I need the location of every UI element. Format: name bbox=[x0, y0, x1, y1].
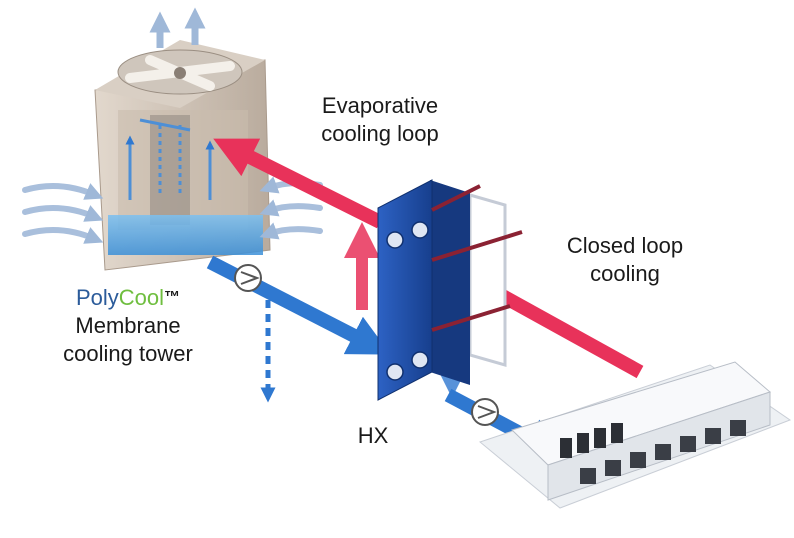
cooling-tower-label: PolyCool™ Membrane cooling tower bbox=[28, 284, 228, 368]
trademark-mark: ™ bbox=[164, 289, 181, 306]
hx-label: HX bbox=[357, 423, 389, 448]
evaporative-label-line-1: Evaporative bbox=[321, 93, 439, 118]
closed-loop-label-line-2: cooling bbox=[590, 261, 660, 286]
fan-icon bbox=[117, 49, 243, 95]
brand-cool: Cool bbox=[118, 285, 165, 310]
closed-loop-label: Closed loop cooling bbox=[545, 232, 705, 288]
polycool-brand: PolyCool™ bbox=[28, 284, 228, 312]
exhaust-air-arrows bbox=[149, 7, 206, 48]
pump-icon bbox=[234, 264, 262, 292]
pump-icon bbox=[471, 398, 499, 426]
cold-supply-pipe bbox=[206, 255, 391, 355]
hot-return-pipe bbox=[213, 138, 384, 229]
evaporative-label-line-2: cooling loop bbox=[321, 121, 439, 146]
cooling-tower bbox=[94, 40, 271, 271]
tower-label-line-1: Membrane bbox=[75, 313, 181, 338]
brand-poly: Poly bbox=[75, 285, 119, 310]
closed-loop-label-line-1: Closed loop bbox=[566, 233, 684, 258]
heat-exchanger bbox=[377, 179, 523, 401]
intake-air-arrows-left bbox=[22, 183, 104, 244]
evaporative-loop-label: Evaporative cooling loop bbox=[290, 92, 470, 148]
tower-label-line-2: cooling tower bbox=[63, 341, 193, 366]
building bbox=[478, 361, 792, 509]
